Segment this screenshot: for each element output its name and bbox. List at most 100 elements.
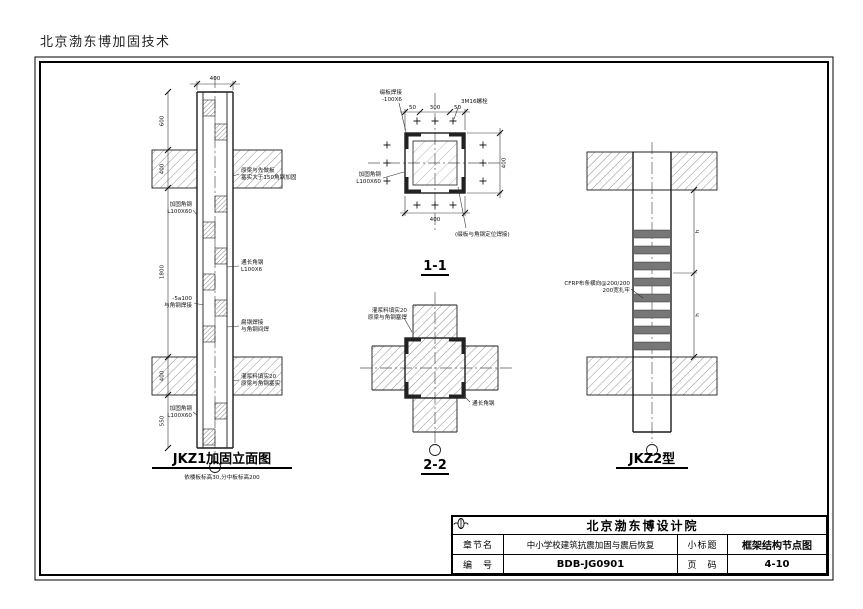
jkz2-figure: h h CFRP布条横向@200/200 200宽扎牢 JKZ2型 xyxy=(564,142,718,469)
jkz2-title: JKZ2型 xyxy=(628,451,675,467)
jkz2-beams xyxy=(586,151,718,396)
column-core xyxy=(412,140,458,186)
beam-section xyxy=(232,149,283,189)
beam-section xyxy=(232,356,283,396)
page-value: 4-10 xyxy=(727,554,826,573)
beam-section xyxy=(151,149,198,189)
annotation: 灌浆料填实20 xyxy=(241,372,277,380)
annotation: 原梁与先做板 xyxy=(241,166,275,174)
beam-section xyxy=(670,356,718,396)
annotation: 缀板焊接 xyxy=(380,88,403,96)
batten-plate xyxy=(214,402,228,420)
batten-plate xyxy=(214,123,228,141)
cfrp-strip xyxy=(634,293,670,303)
title-block-grid: 章节名 中小学校建筑抗震加固与震后恢复 小标题 框架结构节点图 编 号 BDB-… xyxy=(453,535,826,573)
dim-text: 50 xyxy=(409,105,417,111)
grid-bubble xyxy=(429,444,441,456)
subtitle-label: 小标题 xyxy=(677,535,727,554)
jkz2-centerline xyxy=(646,142,658,456)
dim-text: 600 xyxy=(160,115,166,126)
annotation: 加固角钢 xyxy=(170,200,193,208)
batten-plate xyxy=(202,325,216,343)
title-block: 北京渤东博设计院 章节名 中小学校建筑抗震加固与震后恢复 小标题 框架结构节点图… xyxy=(451,515,828,575)
jkz1-dimensions: 400 600 400 1800 400 550 xyxy=(160,76,240,452)
beam-section xyxy=(586,356,634,396)
annotation: 200宽扎牢 xyxy=(603,286,631,294)
jkz1-note: 依楼板标高30,分中板标高200 xyxy=(184,473,260,481)
dim-text: 400 xyxy=(430,217,441,223)
sec22-concrete xyxy=(372,305,498,432)
chapter-value: 中小学校建筑抗震加固与震后恢复 xyxy=(503,535,677,554)
dim-text: 550 xyxy=(160,415,166,426)
annotation: L100X6 xyxy=(241,267,263,273)
annotation: 通长角钢 xyxy=(241,258,264,266)
annotation: -5a100 xyxy=(172,296,192,302)
page-header: 北京渤东博加固技术 xyxy=(40,35,171,50)
dim-text: 400 xyxy=(502,157,508,168)
annotation: 与角钢间焊 xyxy=(241,325,269,333)
sec11-dimensions: 50 300 50 400 400 xyxy=(400,105,508,223)
cfrp-strip xyxy=(634,229,670,239)
dim-text: 400 xyxy=(210,76,221,82)
annotation: 塞实大于150角钢加固 xyxy=(241,173,297,181)
jkz1-title: JKZ1加固立面图 xyxy=(172,451,271,467)
annotation: 原梁与角钢塞焊 xyxy=(368,313,408,321)
dim-text: 300 xyxy=(430,105,441,111)
subtitle-value: 框架结构节点图 xyxy=(727,535,826,554)
cfrp-strip xyxy=(634,245,670,255)
dim-text: h xyxy=(695,313,701,317)
jkz2-annotations: CFRP布条横向@200/200 200宽扎牢 xyxy=(564,279,644,299)
cfrp-strip xyxy=(634,325,670,335)
annotation: (缀板与角钢定位焊接) xyxy=(455,230,510,238)
sec11-label: 1-1 xyxy=(423,259,447,274)
drawing-border-outer xyxy=(34,56,834,581)
beam-section xyxy=(151,356,198,396)
number-label: 编 号 xyxy=(453,554,503,573)
batten-plate xyxy=(214,247,228,265)
grid-bubble xyxy=(646,444,658,456)
corner-angles xyxy=(405,338,465,398)
section-2-2-figure: 灌浆料填实20 原梁与角钢塞焊 通长角钢 2-2 xyxy=(360,292,512,475)
jkz2-dimensions: h h xyxy=(673,186,701,361)
annotation: L100X60 xyxy=(167,209,192,215)
annotation: CFRP布条横向@200/200 xyxy=(564,279,630,287)
section-1-1-figure: 50 300 50 400 400 缀板焊接 -100X6 xyxy=(356,88,510,276)
batten-plate xyxy=(202,99,216,117)
annotation: 原梁与角钢塞实 xyxy=(241,379,281,387)
dim-text: 1800 xyxy=(160,264,166,279)
chapter-label: 章节名 xyxy=(462,541,493,551)
batten-plate xyxy=(214,195,228,213)
beam-section xyxy=(670,151,718,191)
drawing-border-inner xyxy=(39,61,829,576)
corner-angles xyxy=(405,133,465,193)
annotation: 加固角钢 xyxy=(359,170,382,178)
jkz1-figure: 400 600 400 1800 400 550 原梁与先做板 塞实大于150角… xyxy=(151,76,297,481)
annotation: 灌浆料填实20 xyxy=(372,306,408,314)
annotation: 加固角钢 xyxy=(170,404,193,412)
annotation: 扁钢焊接 xyxy=(241,318,264,326)
annotation: 通长角钢 xyxy=(472,399,495,407)
annotation: L100X60 xyxy=(356,179,381,185)
jkz2-cfrp-strips xyxy=(634,229,670,351)
institute-name: 北京渤东博设计院 xyxy=(586,519,699,533)
sec22-label: 2-2 xyxy=(423,458,447,473)
dim-text: 400 xyxy=(160,370,166,381)
annotation: L100X60 xyxy=(167,413,192,419)
angle-cage-outline xyxy=(404,132,466,194)
cfrp-strip xyxy=(634,261,670,271)
bolt-marks xyxy=(383,117,487,209)
sec22-outline xyxy=(371,304,499,433)
cfrp-strip xyxy=(634,309,670,319)
annotation: 与角钢焊接 xyxy=(164,301,192,309)
batten-plate xyxy=(214,299,228,317)
batten-plate xyxy=(202,273,216,291)
jkz1-batten-plates xyxy=(202,99,228,446)
batten-plate xyxy=(202,428,216,446)
dim-text: h xyxy=(695,229,701,233)
annotation: -100X6 xyxy=(382,97,403,103)
title-block-institute-row: 北京渤东博设计院 xyxy=(453,517,826,535)
page-label: 页 码 xyxy=(677,554,727,573)
jkz1-annotations: 原梁与先做板 塞实大于150角钢加固 加固角钢 L100X60 通长角钢 L10… xyxy=(164,166,297,419)
batten-plate xyxy=(202,221,216,239)
